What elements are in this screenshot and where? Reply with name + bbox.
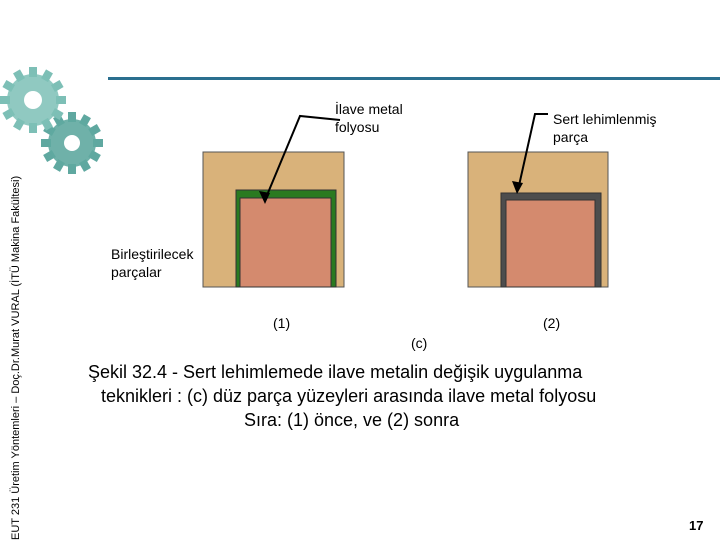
caption-line-2: teknikleri : (c) düz parça yüzeyleri ara… [101,386,597,406]
inner-part-2 [505,199,596,288]
label-variant-c: (c) [411,335,428,351]
label-filler-foil: İlave metal folyosu [335,100,403,136]
gear-tooth [68,164,76,174]
gear-tooth [68,112,76,122]
page-number: 17 [689,518,704,533]
leader-arrows [264,113,548,201]
label-brazed-part: Sert lehimlenmiş parça [553,110,656,146]
label-step-2: (2) [543,315,561,331]
label-line: İlave metal [335,101,403,117]
gear-decoration-icon [0,67,103,174]
label-line: parçalar [111,264,162,280]
label-joined-parts: Birleştirilecek parçalar [111,245,193,281]
label-step-1: (1) [273,315,291,331]
foil-arrowhead [259,191,270,204]
header-rule [108,77,720,80]
figure-caption: Şekil 32.4 ‑ Sert lehimlemede ilave meta… [88,360,688,432]
label-line: Sert lehimlenmiş [553,111,657,127]
label-line: Birleştirilecek [111,246,194,262]
gear-tooth [29,123,37,133]
label-line: folyosu [335,119,380,135]
caption-line-1: Şekil 32.4 ‑ Sert lehimlemede ilave meta… [88,362,583,382]
inner-part-1 [239,197,332,288]
label-line: parça [553,129,589,145]
assembly-2 [467,151,609,288]
brazed-arrowhead [512,181,523,194]
foil-arrow [264,114,341,201]
gear-tooth [29,67,37,77]
caption-line-3: Sıra: (1) önce, ve (2) sonra [244,410,460,430]
brazed-arrow [517,113,548,191]
assembly-1 [202,151,345,288]
